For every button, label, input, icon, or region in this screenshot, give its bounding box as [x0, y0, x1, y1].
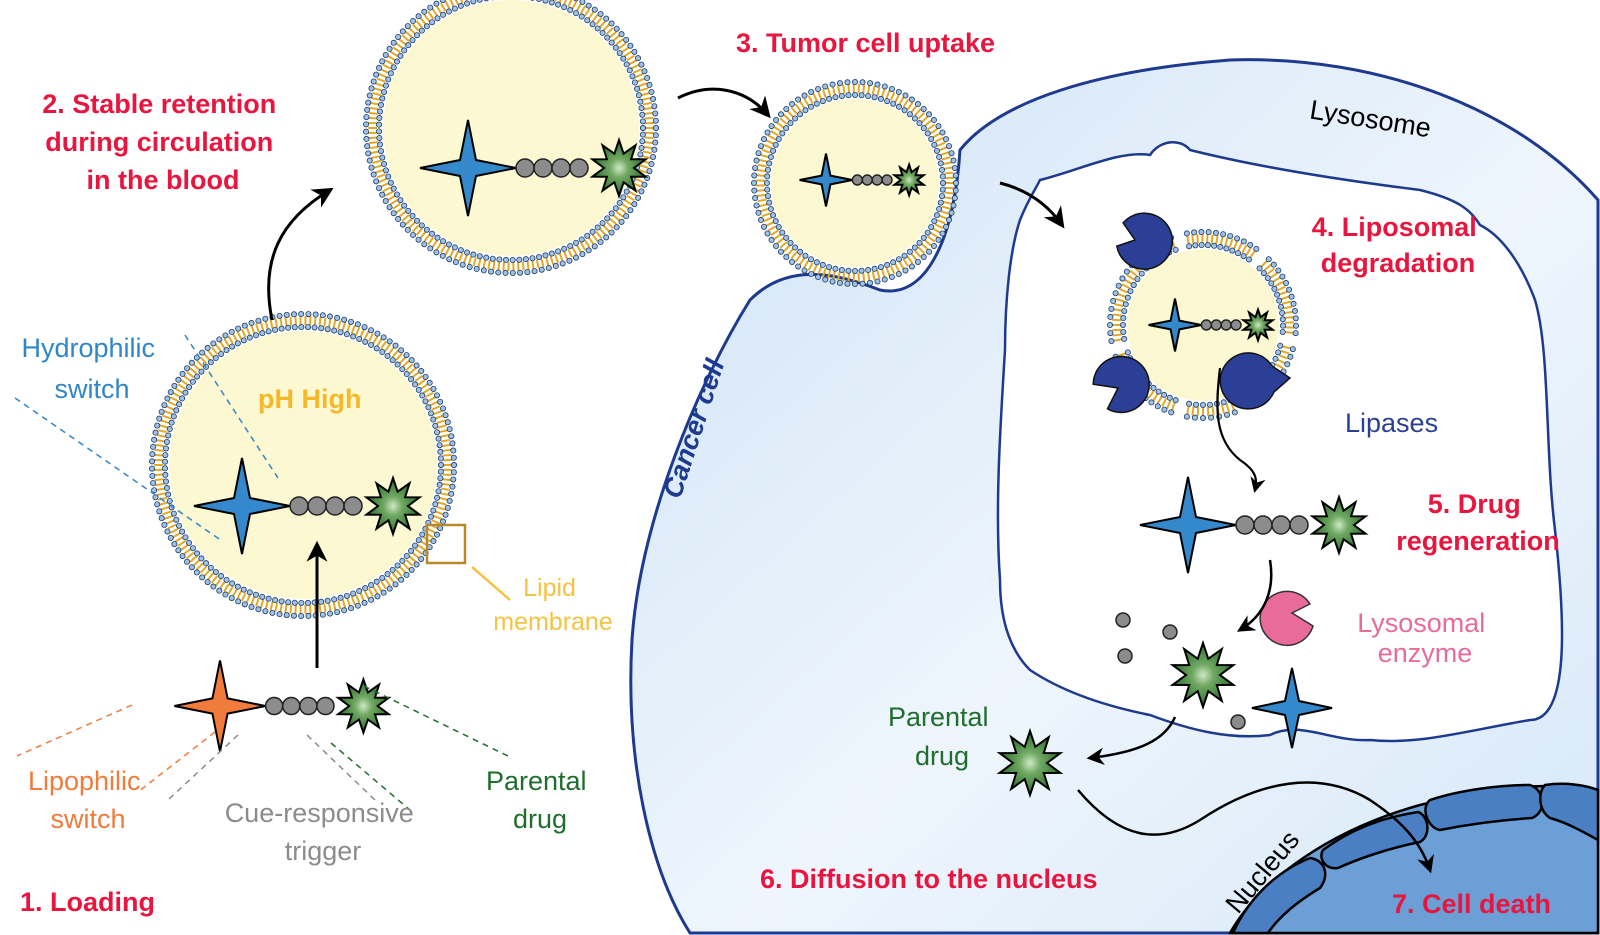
- leader-lipophilic: [137, 731, 216, 793]
- lipid-bilayer: [1256, 256, 1299, 337]
- trigger-bead: [307, 496, 327, 516]
- lipid-membrane-box: [425, 523, 467, 565]
- trigger-bead: [281, 696, 301, 716]
- arrow-degradation-to-regeneration: [1216, 367, 1266, 493]
- trigger-bead: [1235, 515, 1255, 535]
- ph-high-label: pH High: [258, 384, 361, 414]
- trigger-bead: [861, 174, 873, 186]
- parental-drug-label: Parental drug: [486, 766, 594, 834]
- hydrophilic-switch-label: Hydrophilic switch: [21, 333, 162, 404]
- trigger-bead: [851, 174, 864, 186]
- trigger-bead: [299, 696, 318, 716]
- lysosomal-enzyme-label: Lysosomal enzyme: [1357, 608, 1493, 668]
- prodrug-molecule: [193, 457, 423, 555]
- step-5-label: 5. Drug regeneration: [1396, 489, 1560, 556]
- leader-parental: [363, 685, 511, 758]
- parental-drug-released-label: Parental drug: [888, 702, 996, 771]
- trigger-bead: [343, 496, 363, 516]
- trigger-bead: [871, 174, 883, 186]
- step-2-label: 2. Stable retention during circulation i…: [42, 89, 284, 195]
- switch-star-icon: [1139, 476, 1237, 574]
- cleaved-trigger-beads: [1115, 612, 1246, 730]
- step-6-label: 6. Diffusion to the nucleus: [760, 864, 1098, 894]
- trigger-bead: [1210, 319, 1222, 331]
- released-drug-icon: [1169, 639, 1237, 711]
- prodrug-molecule: [1148, 298, 1276, 352]
- trigger-bead: [569, 158, 589, 178]
- liposome-core: [169, 331, 437, 599]
- lipid-bilayer: [149, 311, 457, 619]
- leader-lipid-membrane: [471, 566, 511, 601]
- leader-hydrophilic: [14, 397, 223, 542]
- trigger-bead: [1230, 319, 1242, 331]
- lipid-bilayer: [363, 0, 660, 276]
- drug-icon: [335, 676, 392, 736]
- nuclear-envelope: [1231, 782, 1600, 935]
- drug-icon: [363, 474, 423, 538]
- leader-trigger: [167, 734, 239, 801]
- arrow-diffusion-nucleus: [1077, 781, 1434, 874]
- step-3-label: 3. Tumor cell uptake: [736, 28, 995, 58]
- parental-drug-icon: [996, 727, 1064, 799]
- trigger-bead: [325, 496, 345, 516]
- liposome-circulating: [363, 0, 660, 276]
- drug-icon: [1309, 493, 1369, 557]
- cue-responsive-trigger-label: Cue-responsive trigger: [225, 798, 422, 866]
- lipophilic-prodrug-molecule: [174, 660, 392, 752]
- arrow-regeneration-to-cleavage: [1236, 559, 1273, 632]
- trigger-bead: [1289, 515, 1309, 535]
- trigger-bead: [533, 158, 553, 178]
- arrow-release-drug: [1086, 716, 1177, 766]
- lipid-bilayer: [751, 79, 960, 287]
- lipid-bilayer: [1183, 229, 1260, 263]
- trigger-bead: [1271, 515, 1291, 535]
- lipase-icons: [1092, 212, 1292, 414]
- liposome-loaded: [149, 311, 457, 619]
- released-switch-icon: [1251, 667, 1333, 749]
- lipophilic-switch-label: Lipophilic switch: [28, 766, 148, 834]
- drug-icon: [589, 136, 649, 200]
- arrow-to-circulation: [267, 187, 334, 321]
- step-7-label: 7. Cell death: [1392, 889, 1551, 919]
- prodrug-molecule: [799, 153, 927, 207]
- lysosomal-enzyme-icon: [1259, 590, 1314, 647]
- drug-icon: [891, 161, 927, 199]
- leader-lipophilic: [16, 704, 133, 757]
- arrow-to-uptake: [677, 87, 771, 119]
- switch-star-icon: [799, 153, 853, 207]
- hydrophilic-prodrug-molecule: [1139, 476, 1369, 574]
- trigger-bead: [881, 174, 893, 186]
- step-4-label: 4. Liposomal degradation: [1312, 212, 1485, 278]
- lipase-icon: [1219, 352, 1292, 410]
- lipid-bilayer: [1107, 275, 1137, 345]
- switch-star-icon: [1148, 298, 1202, 352]
- lipase-icon: [1115, 212, 1174, 270]
- trigger-bead: [264, 696, 284, 716]
- trigger-bead: [289, 496, 309, 516]
- switch-star-icon: [174, 660, 266, 752]
- drug-icon: [1240, 306, 1276, 344]
- step-1-label: 1. Loading: [20, 887, 155, 917]
- trigger-bead: [1200, 319, 1213, 331]
- switch-star-icon: [419, 119, 517, 217]
- leader-trigger: [306, 734, 376, 801]
- lipase-icon: [1092, 355, 1150, 414]
- trigger-bead: [515, 158, 535, 178]
- lipases-label: Lipases: [1345, 408, 1438, 438]
- trigger-bead: [316, 696, 335, 716]
- prodrug-molecule: [419, 119, 649, 217]
- arrow-into-lysosome: [999, 181, 1065, 229]
- trigger-bead: [551, 158, 571, 178]
- switch-star-icon: [193, 457, 291, 555]
- trigger-bead: [1220, 319, 1232, 331]
- trigger-bead: [1253, 515, 1273, 535]
- lipid-membrane-label: Lipid membrane: [493, 574, 613, 636]
- liposome-core: [383, 0, 639, 256]
